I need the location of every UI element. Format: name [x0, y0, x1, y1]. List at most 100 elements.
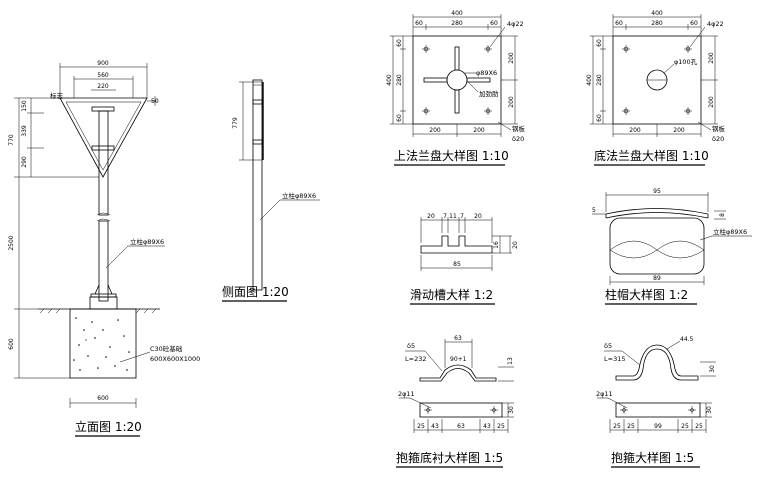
dim-front-50: 50	[151, 98, 159, 105]
post-upper	[98, 110, 109, 216]
dim-front-150: 150	[21, 100, 28, 112]
dim-uf-280: 280	[451, 20, 463, 27]
label-bf-hole: φ100孔	[674, 58, 698, 66]
label-uf-plate: 钢板	[512, 124, 526, 133]
dim-slot-d: 7	[460, 213, 464, 220]
dim-uf-r200a: 200	[508, 52, 515, 64]
dim-bf-b200a: 200	[629, 127, 641, 134]
dim-cap-r: 5	[592, 207, 596, 214]
dim-hoop-d25b: 25	[627, 423, 635, 430]
post-cap: 95 89 5 8 立柱φ89X6 柱帽大样图 1:2	[592, 188, 752, 305]
dim-bf-b200b: 200	[673, 127, 685, 134]
label-liner-thick: δ5	[407, 342, 415, 350]
hoop-liner: 63 90+1 δ5 L=232 13 2φ11 30 25 43 63 43 …	[396, 335, 515, 468]
dim-bf-r200b: 200	[708, 96, 715, 108]
dim-front-220: 220	[97, 83, 109, 90]
dim-cap-w89: 89	[653, 275, 661, 282]
dim-uf-b200b: 200	[473, 127, 485, 134]
front-elevation: 900 560 220 标志 50	[8, 60, 200, 437]
dim-uf-h60a: 60	[396, 39, 403, 47]
dim-front-w600: 600	[97, 395, 109, 402]
slide-slot: 20 7 11 7 20 16 20 85 滑动槽大样 1:2	[410, 213, 519, 305]
hoop: 44.5 δ5 L=315 30 2φ11 30 25 25 99 25 25 …	[596, 336, 716, 468]
dim-cap-t: 8	[719, 213, 726, 217]
dim-bf-60b: 60	[690, 20, 698, 27]
label-side-post: 立柱φ89X6	[282, 191, 316, 200]
dim-bf-h60b: 60	[596, 114, 603, 122]
label-uf-thick: δ20	[512, 135, 524, 143]
dim-liner-d25a: 25	[417, 423, 425, 430]
label-sign: 标志	[50, 91, 64, 100]
label-cap-post: 立柱φ89X6	[713, 227, 747, 236]
post-lower	[98, 220, 109, 302]
title-post-cap: 柱帽大样图 1:2	[605, 287, 688, 302]
dim-uf-60a: 60	[415, 20, 423, 27]
dim-front-290: 290	[21, 156, 28, 168]
dim-liner-top63: 63	[454, 335, 462, 342]
dim-liner-d63: 63	[457, 423, 465, 430]
dim-front-900: 900	[97, 60, 109, 67]
label-hoop-thick: δ5	[604, 342, 612, 350]
dim-front-770: 770	[8, 134, 15, 146]
dim-liner-d25b: 25	[497, 423, 505, 430]
dim-uf-400: 400	[451, 10, 463, 17]
dim-hoop-d99: 99	[654, 423, 662, 430]
dim-bf-h280: 280	[596, 74, 603, 86]
dim-liner-d43b: 43	[483, 423, 491, 430]
dim-liner-d43a: 43	[431, 423, 439, 430]
label-bf-plate: 钢板	[712, 124, 726, 133]
label-bf-thick: δ20	[712, 135, 724, 143]
label-uf-holes: 4φ22	[507, 20, 524, 28]
dim-slot-h20: 20	[512, 241, 519, 249]
title-upper-flange: 上法兰盘大样图 1:10	[394, 148, 509, 163]
dim-front-339: 339	[21, 125, 28, 137]
label-foundation-2: 600X600X1000	[150, 355, 200, 363]
dim-uf-h400: 400	[386, 74, 393, 86]
slide-slot-profile	[420, 235, 493, 254]
hoop-liner-plan	[419, 402, 503, 418]
dim-uf-h60b: 60	[396, 114, 403, 122]
label-hoop-holes: 2φ11	[596, 390, 613, 398]
dim-slot-b: 7	[443, 213, 447, 220]
dim-hoop-h30b: 30	[706, 406, 713, 414]
title-front: 立面图 1:20	[75, 419, 142, 434]
dim-front-600: 600	[8, 338, 15, 350]
side-post	[252, 79, 263, 291]
dim-uf-60b: 60	[490, 20, 498, 27]
dim-side-779: 779	[232, 117, 239, 129]
title-hoop: 抱箍大样图 1:5	[611, 450, 694, 465]
label-uf-rib: 加劲肋	[479, 89, 499, 98]
hoop-profile	[615, 344, 699, 381]
title-hoop-liner: 抱箍底衬大样图 1:5	[396, 450, 503, 465]
title-slide-slot: 滑动槽大样 1:2	[410, 287, 493, 302]
label-liner-holes: 2φ11	[398, 390, 415, 398]
dim-bf-r200a: 200	[708, 52, 715, 64]
dim-slot-e: 20	[474, 213, 482, 220]
dim-uf-r200b: 200	[508, 96, 515, 108]
dim-hoop-d25a: 25	[613, 423, 621, 430]
foundation	[69, 308, 137, 379]
dim-bf-h60a: 60	[596, 39, 603, 47]
dim-liner-h30: 30	[508, 406, 515, 414]
dim-cap-w95: 95	[653, 188, 661, 195]
dim-uf-h280: 280	[396, 74, 403, 86]
dim-slot-c: 11	[449, 213, 457, 220]
bottom-flange: 400 60 280 60 400 60 280 60 200 200 200 …	[586, 10, 726, 166]
title-side: 侧面图 1:20	[222, 285, 289, 299]
label-front-post: 立柱φ89X6	[130, 237, 164, 246]
post-cap-top	[605, 208, 709, 215]
dim-liner-h13: 13	[507, 357, 514, 365]
dim-slot-h16: 16	[493, 241, 500, 249]
dim-uf-b200a: 200	[429, 127, 441, 134]
side-view: 779 立柱φ89X6 侧面图 1:20	[222, 79, 320, 302]
hoop-plan	[615, 402, 701, 418]
label-foundation-1: C30砼基础	[150, 344, 183, 353]
dim-front-560: 560	[97, 72, 109, 79]
post-cap-body	[609, 217, 705, 275]
dim-bf-280: 280	[651, 20, 663, 27]
dim-bf-h400: 400	[586, 74, 593, 86]
label-hoop-len: L=315	[604, 355, 625, 363]
dim-front-2500: 2500	[8, 235, 15, 250]
sign-panel	[59, 97, 148, 178]
